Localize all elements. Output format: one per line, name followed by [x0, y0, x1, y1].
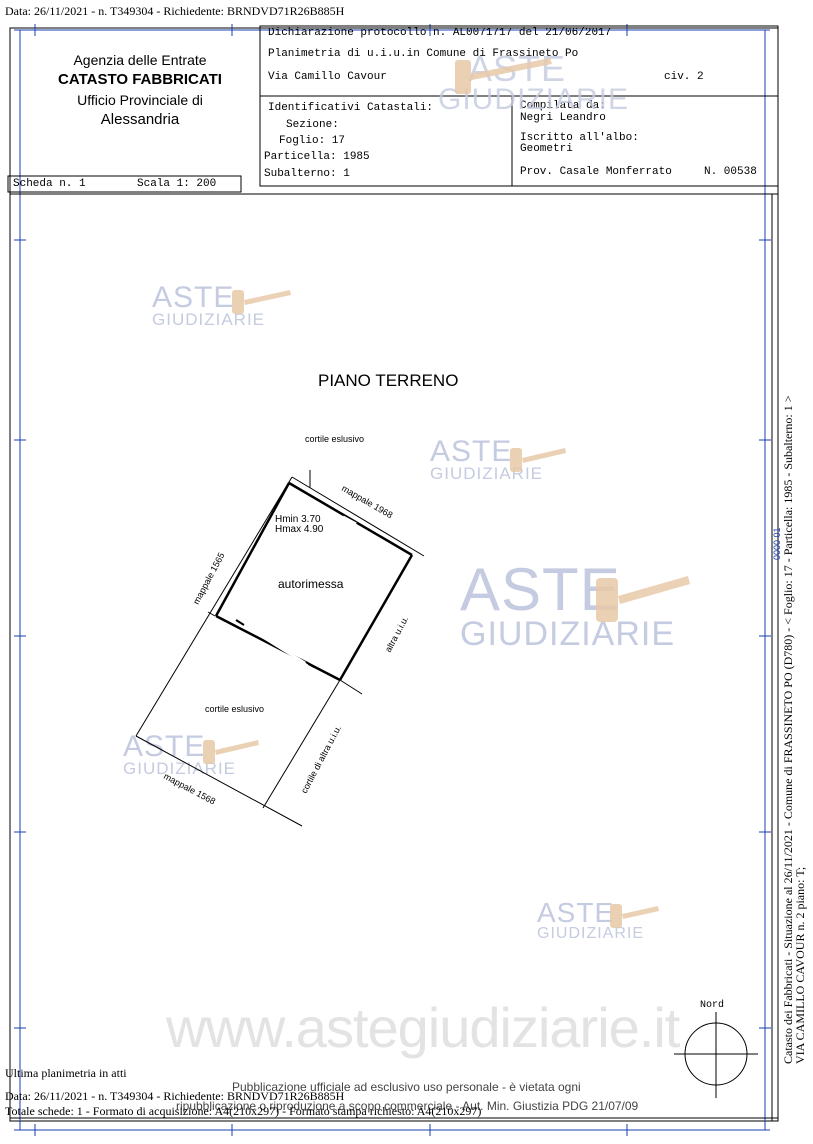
- aste-watermark-1: ASTE GIUDIZIARIE: [152, 281, 266, 329]
- dichiarazione-line: Dichiarazione protocollo n. AL0071717 de…: [268, 27, 612, 39]
- room-label-autorimessa: autorimessa: [278, 577, 344, 591]
- aste-text: ASTE: [537, 897, 615, 928]
- mappale-1968-label: mappale 1968: [340, 483, 394, 520]
- giudiziarie-text: GIUDIZIARIE: [123, 759, 237, 778]
- foglio-field: Foglio: 17: [279, 135, 346, 147]
- cortile-bottom-label: cortile eslusivo: [205, 704, 264, 714]
- aste-text: ASTE: [152, 281, 235, 314]
- subalterno-field: Subalterno: 1: [264, 168, 350, 180]
- aste-watermark-large: ASTE GIUDIZIARIE: [460, 556, 676, 653]
- cortile-altra-label: cortile di altra u.i.u.: [299, 724, 343, 795]
- hmin-label: Hmin 3.70: [275, 514, 321, 525]
- planimetria-line: Planimetria di u.i.u.in Comune di Frassi…: [268, 48, 579, 60]
- side-small-mark: 0000 01: [772, 527, 782, 560]
- agency-block: Agenzia delle Entrate CATASTO FABBRICATI…: [40, 50, 240, 130]
- altra-uiu-label: altra u.i.u.: [383, 614, 410, 654]
- plan-title: PIANO TERRENO: [318, 371, 459, 390]
- ultima-planimetria: Ultima planimetria in atti: [5, 1066, 127, 1080]
- mappale-1568-label: mappale 1568: [162, 771, 217, 807]
- north-label: Nord: [700, 999, 724, 1011]
- url-watermark: www.astegiudiziarie.it: [166, 996, 680, 1059]
- ufficio-label: Ufficio Provinciale di: [77, 92, 203, 108]
- catasto-title: CATASTO FABBRICATI: [58, 71, 222, 88]
- civic-number: civ. 2: [664, 71, 704, 83]
- address-line: Via Camillo Cavour: [268, 71, 387, 83]
- identificativi-label: Identificativi Catastali:: [268, 102, 434, 114]
- provincia-value: Prov. Casale Monferrato: [520, 166, 672, 178]
- ufficio-city: Alessandria: [100, 111, 180, 128]
- publication-notice-2: ripubblicazione o riproduzione a scopo c…: [176, 1099, 639, 1113]
- giudiziarie-text: GIUDIZIARIE: [152, 310, 266, 329]
- side-info-line2: VIA CAMILLO CAVOUR n. 2 piano: T;: [793, 866, 807, 1064]
- sezione-field: Sezione:: [286, 119, 339, 131]
- aste-watermark-4: ASTE GIUDIZIARIE: [537, 897, 645, 942]
- aste-text: ASTE: [460, 556, 621, 623]
- hmax-label: Hmax 4.90: [275, 524, 324, 535]
- publication-notice-1: Pubblicazione ufficiale ad esclusivo uso…: [232, 1080, 581, 1094]
- footer-totale-line: Totale schede: 1 - Formato di acquisizio…: [5, 1104, 482, 1118]
- albo-number: N. 00538: [704, 166, 757, 178]
- compilatore-name: Negri Leandro: [520, 112, 606, 124]
- agency-name: Agenzia delle Entrate: [73, 52, 207, 68]
- albo-value: Geometri: [520, 143, 573, 155]
- mappale-1565-label: mappale 1565: [191, 551, 227, 606]
- giudiziarie-text: GIUDIZIARIE: [460, 615, 676, 653]
- iscritto-label: Iscritto all'albo:: [520, 132, 639, 144]
- scheda-number: Scheda n. 1: [13, 178, 86, 190]
- scala-value: Scala 1: 200: [137, 178, 217, 190]
- aste-text: ASTE: [430, 435, 513, 468]
- giudiziarie-text: GIUDIZIARIE: [537, 925, 645, 942]
- particella-field: Particella: 1985: [264, 151, 370, 163]
- compilata-label: Compilata da:: [520, 100, 606, 112]
- footer-request-line: Data: 26/11/2021 - n. T349304 - Richiede…: [5, 1089, 345, 1103]
- cortile-top-label: cortile eslusivo: [305, 434, 364, 444]
- aste-watermark-3: ASTE GIUDIZIARIE: [123, 732, 237, 778]
- top-request-line: Data: 26/11/2021 - n. T349304 - Richiede…: [5, 4, 345, 18]
